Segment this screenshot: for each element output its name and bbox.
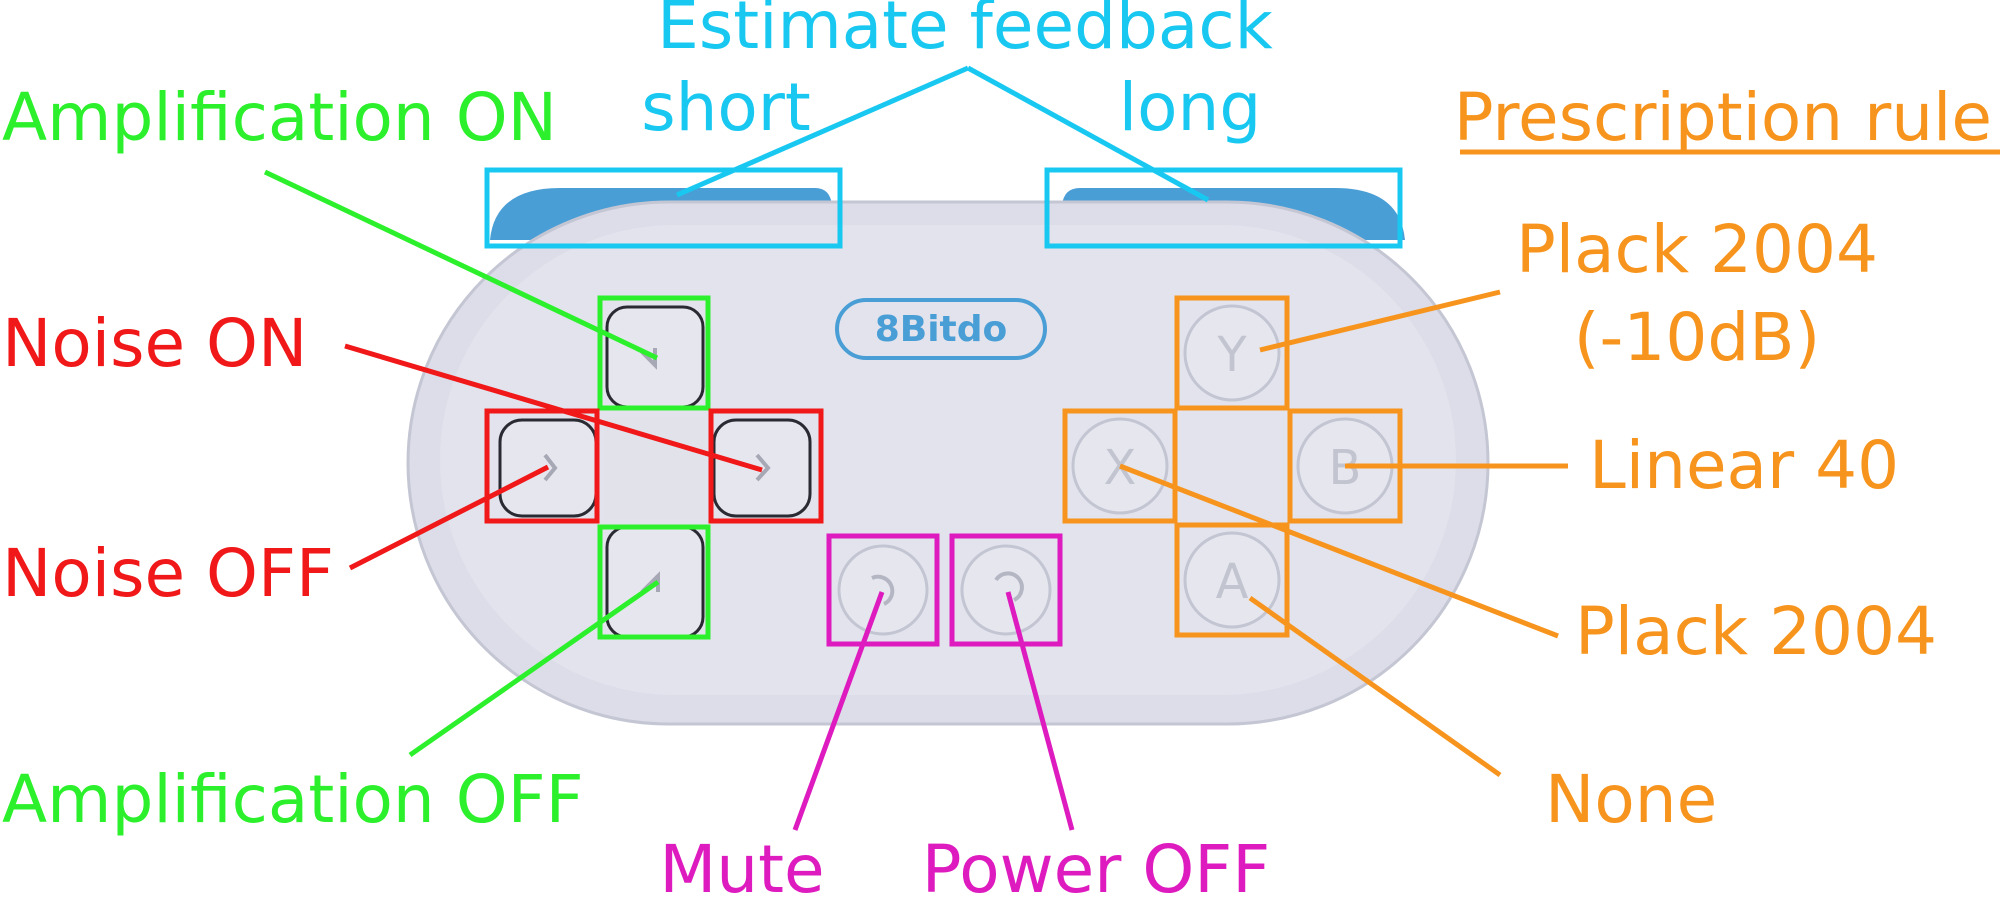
dpad-left-box: [484, 408, 600, 524]
y-button[interactable]: [1183, 304, 1281, 402]
logo-pill: [835, 298, 1047, 360]
a-button-box: [1174, 522, 1290, 638]
face-buttons: Y X B A: [1071, 304, 1394, 629]
system-group: [792, 533, 1075, 831]
dpad-up-arrow-icon: [640, 348, 657, 370]
y-button-label: Y: [1216, 327, 1247, 383]
x-button-box: [1062, 408, 1178, 524]
plack-10db-pointer: [1259, 289, 1501, 353]
long-pointer-line: [966, 65, 1210, 203]
logo-text: 8Bitdo: [875, 309, 1008, 350]
plack-2004-label: Plack 2004: [1575, 593, 1937, 670]
power-off-pointer: [1005, 591, 1075, 831]
a-button-label: A: [1216, 554, 1249, 610]
plack-10db-line1: Plack 2004: [1516, 211, 1878, 288]
noise-off-label: Noise OFF: [2, 535, 334, 612]
short-bumper-box: [484, 167, 843, 249]
estimate-feedback-title: Estimate feedback: [657, 0, 1273, 64]
prescription-group: [1062, 149, 2000, 778]
noise-off-pointer: [348, 464, 550, 571]
none-pointer: [1248, 595, 1502, 778]
select-button[interactable]: [837, 544, 929, 636]
mute-label: Mute: [659, 831, 824, 897]
mute-pointer: [792, 591, 885, 831]
amplification-group: [263, 169, 711, 758]
estimate-feedback-group: [484, 65, 1403, 249]
brand-logo: 8Bitdo: [835, 298, 1047, 360]
none-label: None: [1545, 761, 1717, 838]
amplification-on-pointer: [263, 169, 659, 361]
select-button-icon: [871, 574, 895, 606]
dpad-down-box: [597, 524, 711, 640]
start-button[interactable]: [960, 544, 1052, 636]
long-bumper-box: [1044, 167, 1403, 249]
start-button-box: [949, 533, 1063, 647]
start-button-icon: [994, 571, 1024, 602]
short-label: short: [641, 69, 811, 146]
dpad-center: [604, 417, 706, 519]
noise-on-pointer: [344, 343, 763, 473]
dpad-up-box: [597, 295, 711, 411]
y-button-box: [1174, 295, 1290, 411]
select-button-box: [826, 533, 940, 647]
center-buttons: [837, 544, 1052, 636]
power-off-label: Power OFF: [922, 831, 1270, 897]
amplification-on-label: Amplification ON: [2, 79, 557, 156]
long-label: long: [1119, 69, 1261, 146]
short-pointer-line: [676, 65, 969, 198]
amplification-off-pointer: [408, 579, 660, 758]
dpad-right-box: [708, 408, 824, 524]
prescription-rule-title: Prescription rule: [1454, 79, 1992, 156]
plack-2004-pointer: [1119, 463, 1559, 639]
linear-40-label: Linear 40: [1589, 427, 1899, 504]
plack-10db-line2: (-10dB): [1574, 299, 1820, 376]
dpad-left-arrow-icon: [543, 453, 558, 482]
noise-on-label: Noise ON: [2, 305, 307, 382]
dpad-right-arrow-icon: [755, 453, 771, 482]
amplification-off-label: Amplification OFF: [2, 761, 584, 838]
noise-group: [344, 343, 824, 571]
